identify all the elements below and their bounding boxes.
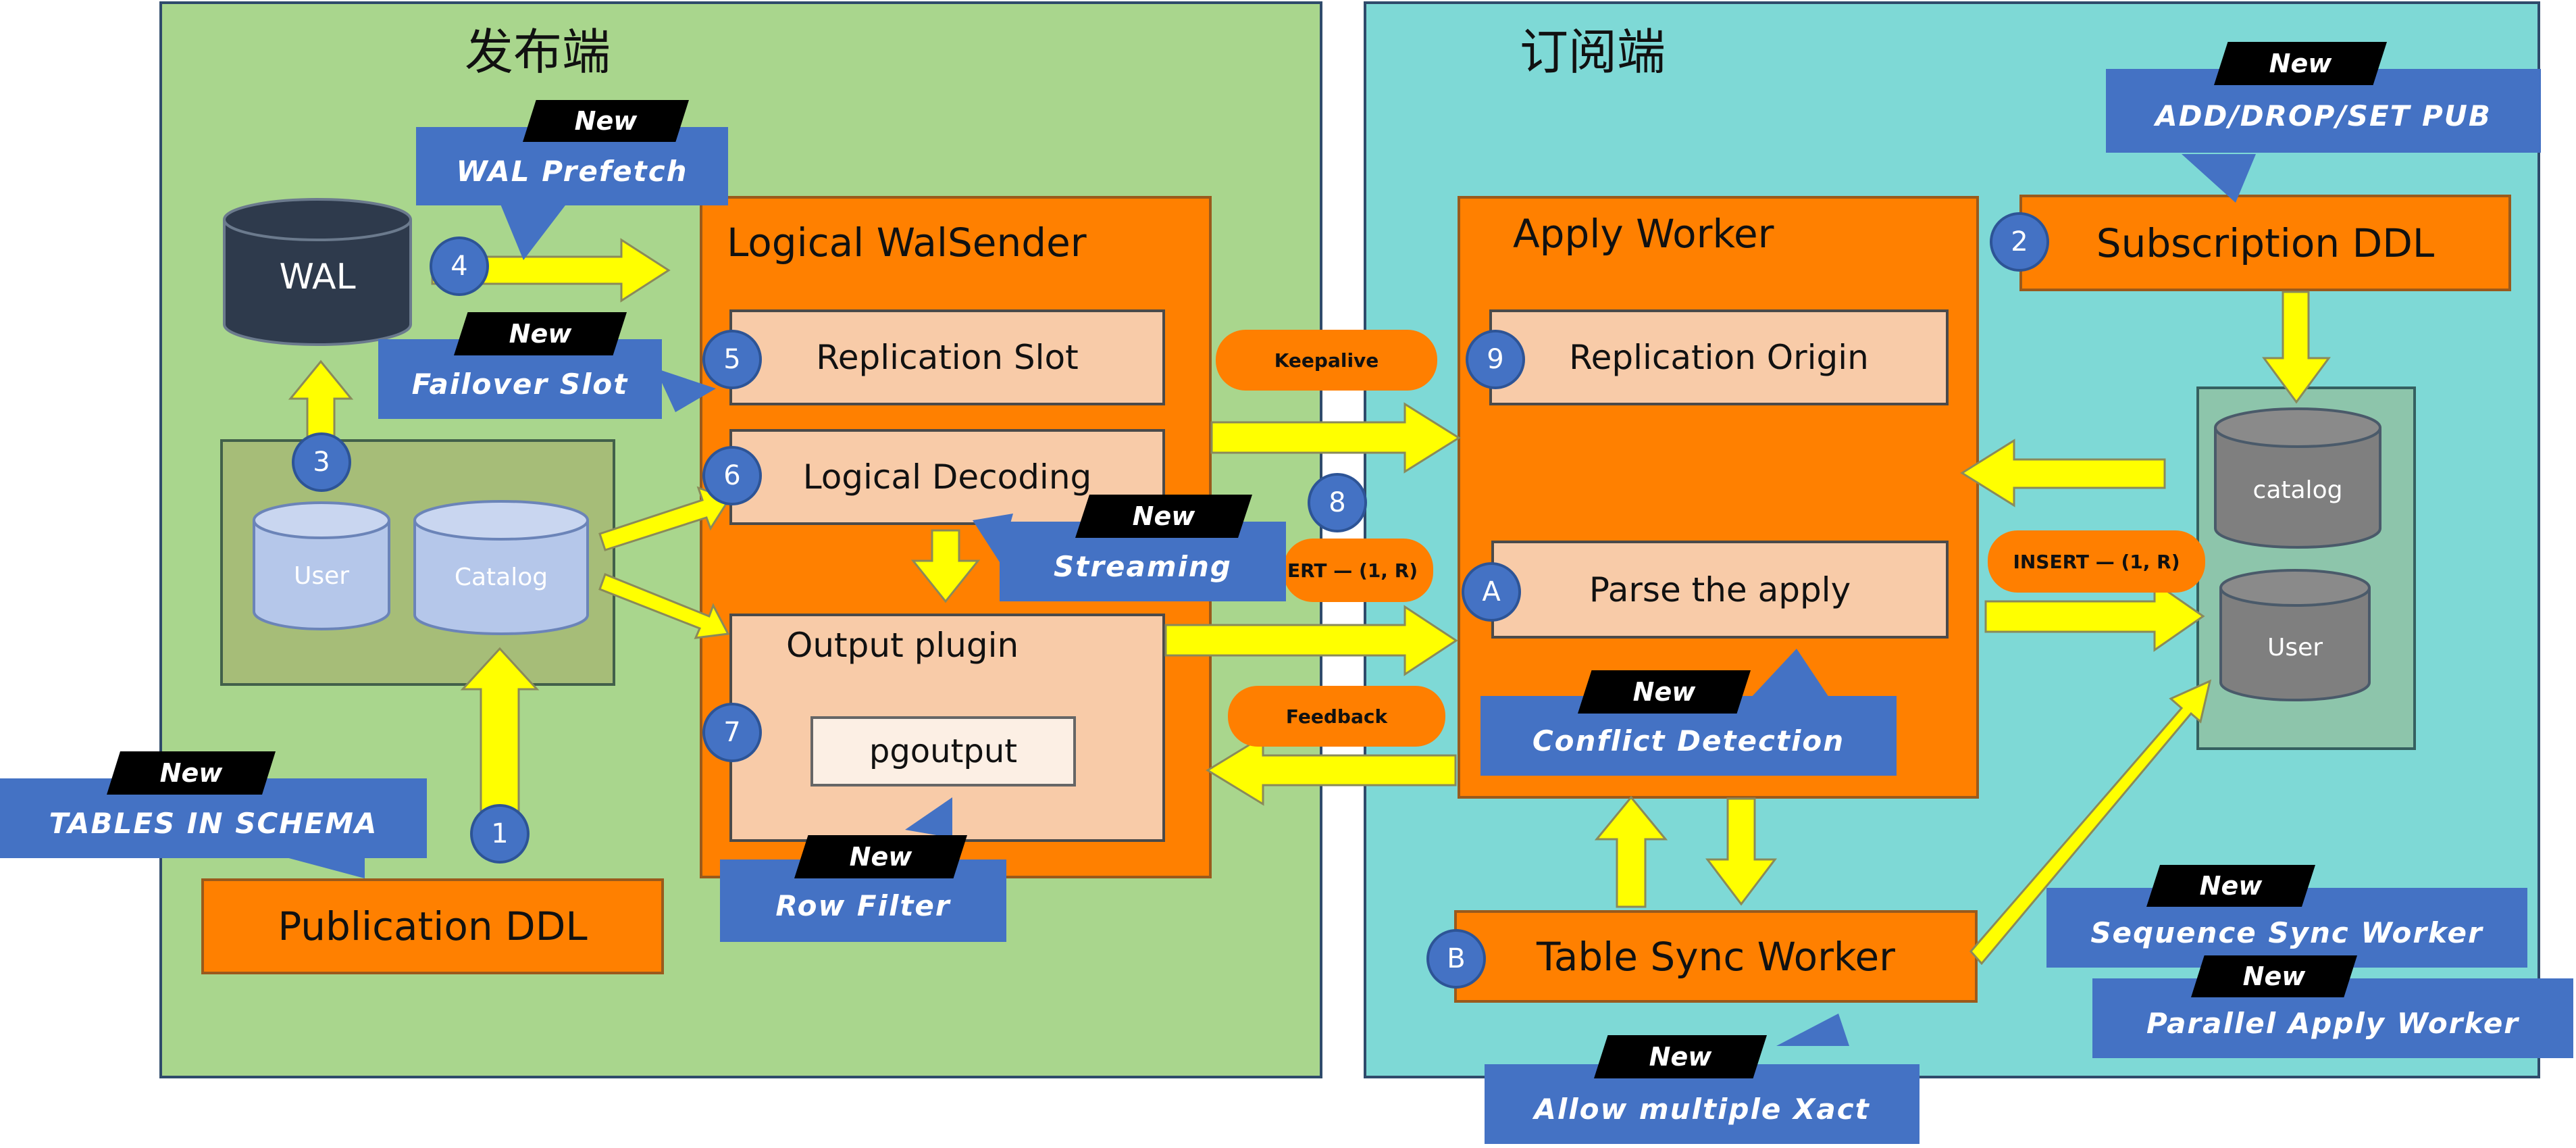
table-sync-worker-box[interactable]: Table Sync Worker [1454,910,1978,1003]
parse-apply-label: Parse the apply [1589,570,1851,609]
step-2-badge: 2 [1990,212,2049,272]
logical-decoding-box[interactable]: Logical Decoding [729,429,1165,525]
publisher-title: 发布端 [465,24,611,80]
sequence-sync-worker-tag: Sequence Sync Worker [2046,888,2527,968]
step-7-badge: 7 [702,703,762,762]
apply-worker-title: Apply Worker [1513,211,1774,257]
output-plugin-label: Output plugin [786,626,1019,665]
catalog-label-sub: catalog [2252,476,2343,504]
subscription-ddl-box[interactable]: Subscription DDL [2019,195,2511,291]
walsender-title: Logical WalSender [727,220,1087,266]
publication-ddl-label: Publication DDL [278,903,588,949]
tables-in-schema-new-badge: New [107,751,276,795]
step-8-badge: 8 [1308,473,1367,532]
pgoutput-label: pgoutput [869,732,1018,770]
catalog-label-pub: Catalog [454,564,548,591]
replication-slot-label: Replication Slot [816,338,1079,377]
row-filter-new-badge: New [794,835,967,878]
insert-pill-left: ERT — (1, R) [1283,539,1433,602]
step-1-badge: 1 [470,804,530,864]
pgoutput-box[interactable]: pgoutput [810,716,1076,787]
subscriber-tables-box [2196,386,2416,750]
logical-decoding-label: Logical Decoding [802,457,1092,497]
user-label-pub: User [293,562,350,590]
step-a-badge: A [1462,562,1521,622]
streaming-new-badge: New [1075,495,1252,538]
step-5-badge: 5 [702,330,762,389]
failover-slot-new-badge: New [454,312,627,355]
insert-pill-right: INSERT — (1, R) [1988,530,2205,593]
allow-multiple-xact-new-badge: New [1594,1035,1767,1078]
parallel-apply-worker-new-badge: New [2191,955,2357,997]
publication-ddl-box[interactable]: Publication DDL [201,878,664,974]
replication-slot-box[interactable]: Replication Slot [729,309,1165,405]
table-sync-worker-label: Table Sync Worker [1537,933,1895,980]
sequence-sync-worker-new-badge: New [2146,865,2315,907]
subscription-ddl-label: Subscription DDL [2096,220,2435,266]
allow-multiple-xact-tag: Allow multiple Xact [1485,1064,1920,1144]
keepalive-pill: Keepalive [1216,330,1437,391]
replication-origin-label: Replication Origin [1569,338,1869,377]
wal-label: WAL [279,257,356,297]
step-3-badge: 3 [292,432,351,492]
subscriber-title: 订阅端 [1520,24,1666,80]
user-label-sub: User [2267,634,2323,662]
add-drop-set-pub-new-badge: New [2214,42,2387,85]
step-b-badge: B [1426,929,1486,989]
replication-origin-box[interactable]: Replication Origin [1489,309,1949,405]
wal-prefetch-new-badge: New [523,100,689,142]
feedback-pill: Feedback [1228,686,1445,747]
conflict-detection-new-badge: New [1578,670,1751,714]
step-9-badge: 9 [1466,330,1525,389]
step-4-badge: 4 [430,236,489,296]
step-6-badge: 6 [702,446,762,505]
parse-apply-box[interactable]: Parse the apply [1491,541,1949,639]
